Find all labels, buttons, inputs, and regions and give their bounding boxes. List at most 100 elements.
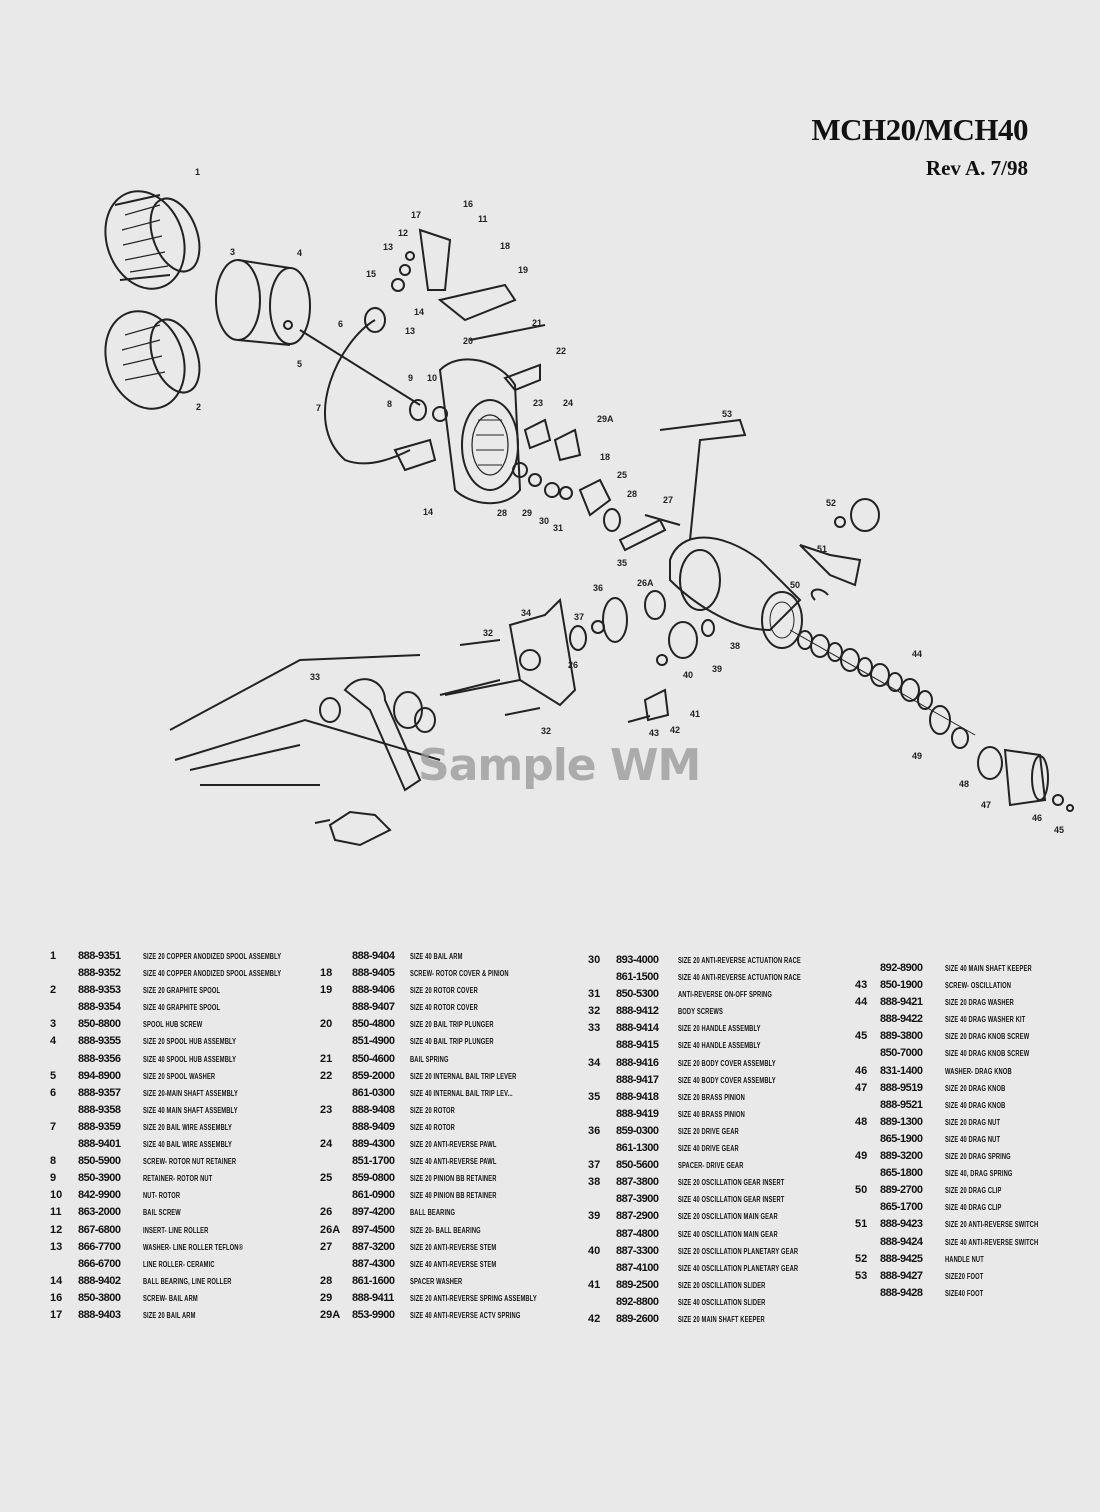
part-number-ref: 18 — [320, 967, 333, 980]
callout-label: 45 — [1054, 825, 1064, 835]
part-description: Bail spring — [410, 1054, 449, 1064]
part-description: Size 20 drive gear — [678, 1126, 739, 1136]
part-description: Size 40 anti-reverse pawl — [410, 1157, 497, 1167]
part-number: 859-2000 — [352, 1069, 395, 1082]
part-number: 859-0300 — [616, 1124, 659, 1137]
part-number: 887-4800 — [616, 1227, 659, 1240]
part-number-ref: 9 — [50, 1172, 57, 1185]
callout-label: 30 — [539, 516, 549, 526]
pinion — [618, 518, 667, 552]
part-number: 861-1300 — [616, 1142, 659, 1155]
part-description: Size 40 body cover assembly — [678, 1075, 776, 1085]
part-description: Insert- line roller — [143, 1225, 209, 1235]
part-number: 888-9419 — [616, 1107, 659, 1120]
part-description: Size 20 bail arm — [143, 1310, 196, 1320]
part-number: 888-9407 — [352, 1001, 395, 1014]
callout-label: 33 — [310, 672, 320, 682]
part-number-ref: 36 — [588, 1124, 601, 1137]
callout-label: 1 — [195, 167, 200, 177]
callout-label: 12 — [398, 228, 408, 238]
part-description: Anti-reverse on-off spring — [678, 990, 772, 1000]
callout-label: 28 — [627, 489, 637, 499]
anti-reverse-switch — [799, 544, 862, 587]
part-number: 888-9417 — [616, 1073, 659, 1086]
part-description: Size 20 internal bail trip lever — [410, 1071, 517, 1081]
part-number: 866-7700 — [78, 1240, 121, 1253]
part-description: Washer- drag knob — [945, 1066, 1012, 1076]
callout-label: 25 — [617, 470, 627, 480]
part-number: 865-1800 — [880, 1167, 923, 1180]
part-number: 888-9422 — [880, 1013, 923, 1026]
callout-label: 32 — [483, 628, 493, 638]
part-number-ref: 45 — [855, 1030, 868, 1043]
part-number: 861-0300 — [352, 1086, 395, 1099]
callout-label: 16 — [463, 199, 473, 209]
part-description: Screw- rotor cover & pinion — [410, 969, 509, 979]
revision-label: Rev A. 7/98 — [925, 156, 1028, 180]
part-number-ref: 49 — [855, 1150, 868, 1163]
callout-label: 21 — [532, 318, 542, 328]
part-number-ref: 24 — [320, 1138, 333, 1151]
part-description: Size 40 anti-reverse stem — [410, 1259, 497, 1269]
part-number: 888-9428 — [880, 1286, 923, 1299]
part-number: 853-9900 — [352, 1308, 395, 1321]
part-description: Size 40 drag knob — [945, 1100, 1006, 1110]
part-description: Size 40 copper anodized spool assembly — [143, 969, 282, 979]
part-number-ref: 34 — [588, 1056, 601, 1069]
callout-label: 48 — [959, 779, 969, 789]
part-number: 850-8800 — [78, 1018, 121, 1031]
part-number-ref: 32 — [588, 1005, 601, 1018]
part-number: 888-9356 — [78, 1052, 121, 1065]
part-number: 888-9351 — [78, 950, 121, 962]
part-number-ref: 38 — [588, 1176, 601, 1189]
part-description: Size 20 anti-reverse pawl — [410, 1140, 497, 1150]
part-number: 888-9412 — [616, 1005, 659, 1018]
part-description: Size 40 drag clip — [945, 1203, 1002, 1213]
part-description: Screw- bail arm — [143, 1293, 198, 1303]
part-number-ref: 37 — [588, 1159, 601, 1172]
part-description: Line roller- ceramic — [143, 1259, 215, 1269]
callout-label: 14 — [423, 507, 433, 517]
part-number-ref: 30 — [588, 954, 601, 966]
part-number-ref: 28 — [320, 1274, 333, 1287]
part-number-ref: 23 — [320, 1103, 333, 1116]
part-description: Spool hub screw — [143, 1020, 203, 1030]
part-description: Size 20 oscillation planetary gear — [678, 1246, 799, 1256]
part-number-ref: 33 — [588, 1022, 601, 1035]
part-number: 888-9418 — [616, 1090, 659, 1103]
part-number: 850-3800 — [78, 1291, 121, 1304]
part-number-ref: 3 — [50, 1018, 57, 1031]
part-number: 850-5300 — [616, 988, 659, 1001]
part-description: Size 20 oscillation gear insert — [678, 1178, 785, 1188]
spool-1 — [104, 190, 201, 290]
part-number-ref: 11 — [50, 1206, 62, 1219]
part-description: Size 20 body cover assembly — [678, 1058, 776, 1068]
part-number-ref: 31 — [588, 988, 601, 1001]
part-number-ref: 8 — [50, 1155, 57, 1168]
callout-label: 38 — [730, 641, 740, 651]
part-description: Size 20 spool hub assembly — [143, 1037, 237, 1047]
part-number: 887-3300 — [616, 1244, 659, 1257]
part-number-ref: 20 — [320, 1018, 333, 1031]
part-number: 842-9900 — [78, 1189, 121, 1202]
part-number-ref: 25 — [320, 1172, 333, 1185]
part-number-ref: 53 — [855, 1269, 868, 1282]
part-number: 893-4000 — [616, 954, 659, 966]
callout-label: 2 — [196, 402, 201, 412]
handle-assembly — [169, 654, 501, 847]
callout-label: 49 — [912, 751, 922, 761]
part-description: Size 20 drag spring — [945, 1152, 1011, 1162]
part-description: Size 20 anti-reverse actuation race — [678, 956, 801, 965]
part-description: Size 40, drag spring — [945, 1169, 1013, 1179]
part-number-ref: 29A — [320, 1308, 341, 1321]
part-number: 888-9406 — [352, 984, 395, 997]
callout-label: 29 — [522, 508, 532, 518]
model-title: MCH20/MCH40 — [811, 112, 1028, 147]
reel-body — [659, 418, 803, 649]
callout-label: 18 — [600, 452, 610, 462]
part-description: Size 20-main shaft assembly — [143, 1088, 238, 1098]
part-number: 850-7000 — [880, 1047, 923, 1060]
part-number: 889-2500 — [616, 1278, 659, 1291]
part-description: Size 20 oscillation main gear — [678, 1212, 778, 1222]
part-number: 888-9414 — [616, 1022, 659, 1035]
